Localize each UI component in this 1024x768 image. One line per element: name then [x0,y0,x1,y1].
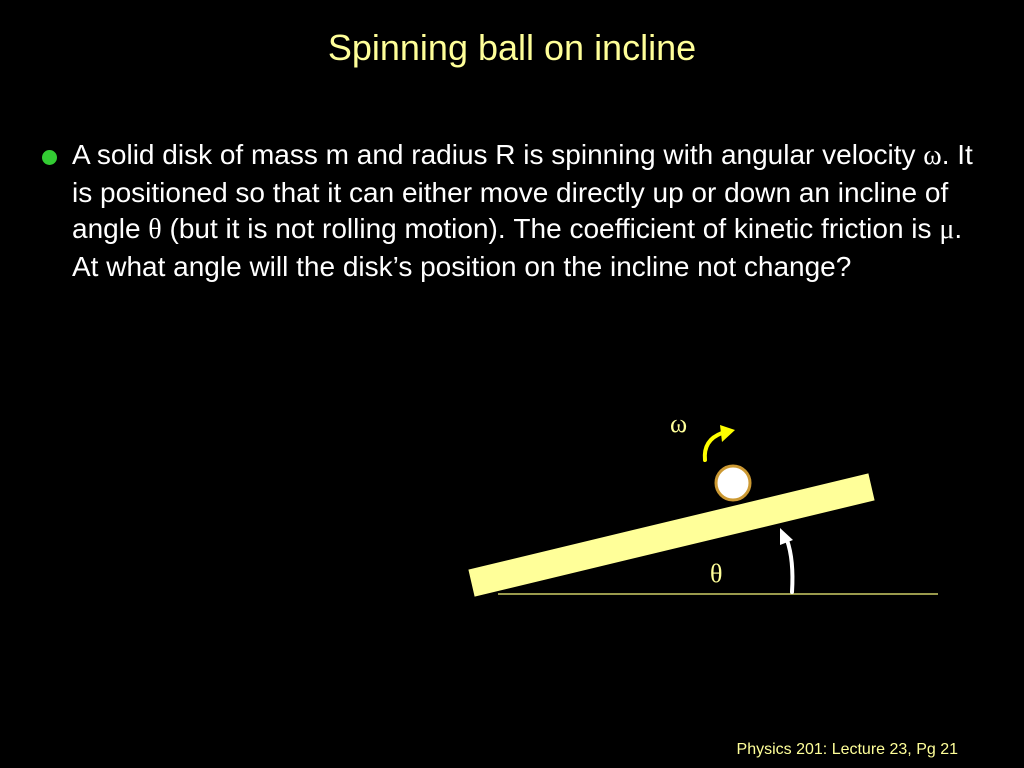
slide-title: Spinning ball on incline [327,27,697,68]
spin-arrow [702,431,724,462]
problem-statement: A solid disk of mass m and radius R is s… [72,137,992,285]
omega-symbol: ω [923,140,942,171]
theta-symbol: θ [148,214,162,245]
bullet-dot-icon [42,150,57,165]
mu-symbol: μ [939,214,955,245]
problem-text-part4: . At what angle will the disk’s position… [72,213,963,282]
problem-text-part2: . It is positioned so that it can either… [72,139,973,244]
theta-label: θ [710,559,722,588]
incline-plank [468,473,875,597]
angle-arrowhead-icon [780,528,793,545]
omega-label: ω [670,409,687,438]
slide-footer: Physics 201: Lecture 23, Pg 21 [736,741,958,758]
angle-arrow [785,538,795,594]
problem-text-part3: (but it is not rolling motion). The coef… [161,213,940,244]
spin-arrowhead-icon [720,425,735,442]
disk [714,464,752,502]
problem-text-part1: A solid disk of mass m and radius R is s… [72,139,924,170]
